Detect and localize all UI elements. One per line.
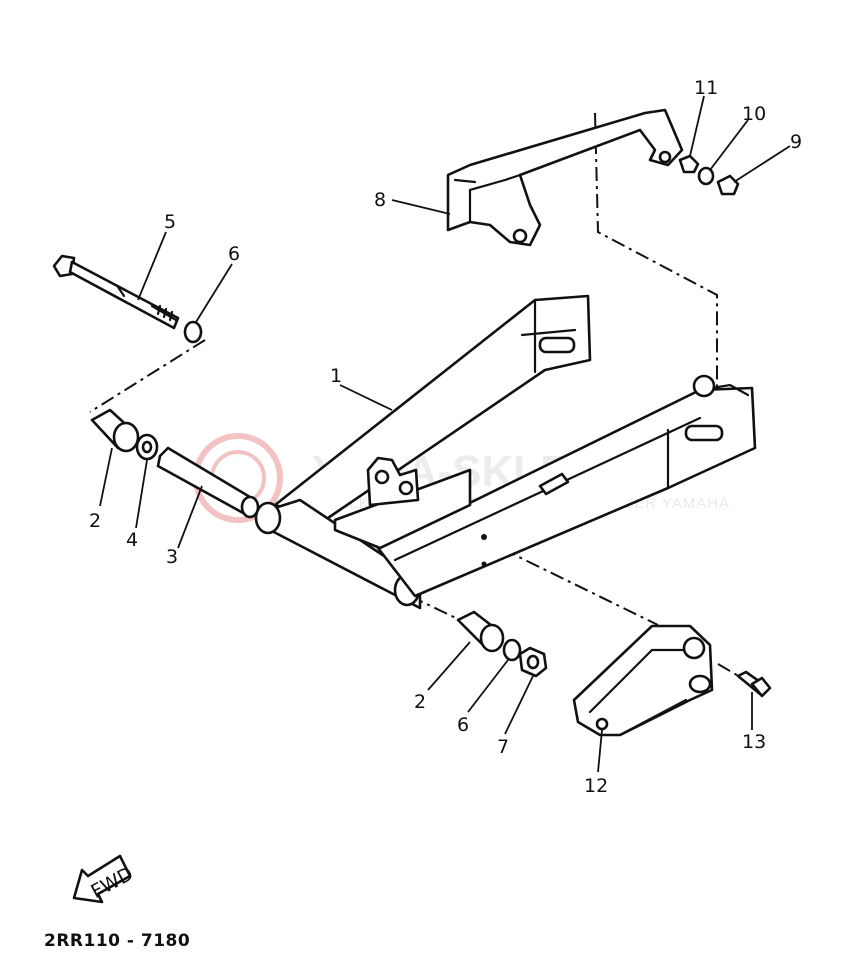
callout-12: 12 bbox=[584, 775, 608, 797]
diagram-code: 2RR110 - 7180 bbox=[44, 931, 190, 951]
leader-lines bbox=[99, 95, 791, 773]
callout-1: 1 bbox=[330, 365, 342, 387]
callout-3: 3 bbox=[166, 546, 178, 568]
chain-guide-hardware bbox=[678, 154, 740, 196]
callout-6-lower: 6 bbox=[457, 714, 469, 736]
swingarm bbox=[254, 294, 757, 610]
callout-13: 13 bbox=[742, 731, 766, 753]
fwd-arrow-icon: FWD bbox=[72, 854, 137, 904]
callout-6-upper: 6 bbox=[228, 243, 240, 265]
bush-right bbox=[456, 610, 505, 653]
callout-8: 8 bbox=[374, 189, 386, 211]
callout-2-right: 2 bbox=[414, 691, 426, 713]
chain-guide bbox=[446, 108, 684, 247]
washer-lower bbox=[502, 638, 522, 662]
callout-10: 10 bbox=[742, 103, 766, 125]
washer-upper bbox=[183, 320, 203, 344]
puller-bolt bbox=[736, 670, 772, 698]
callout-5: 5 bbox=[164, 211, 176, 233]
callout-7: 7 bbox=[497, 736, 509, 758]
collar-tube bbox=[156, 446, 260, 519]
callout-4: 4 bbox=[126, 529, 138, 551]
pivot-nut bbox=[518, 646, 548, 678]
callout-2-left: 2 bbox=[89, 510, 101, 532]
callout-numbers: 1 2 3 4 5 6 2 6 7 8 9 10 11 12 13 bbox=[89, 77, 802, 797]
pivot-bolt bbox=[52, 254, 180, 330]
callout-9: 9 bbox=[790, 131, 802, 153]
bush-left bbox=[90, 408, 140, 453]
chain-puller bbox=[572, 624, 714, 737]
thrust-washer bbox=[135, 433, 159, 461]
callout-11: 11 bbox=[694, 77, 718, 99]
